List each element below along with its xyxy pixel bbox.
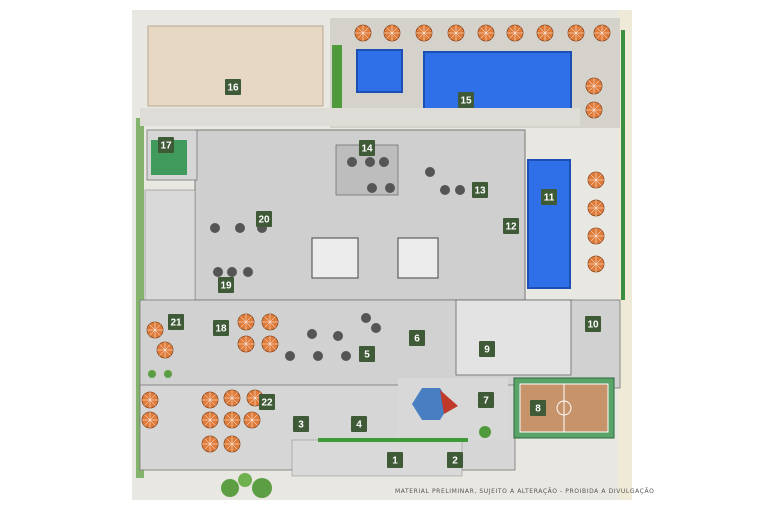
area-number: 21 <box>170 318 182 329</box>
area-number: 8 <box>535 404 541 415</box>
area-14-game-room[interactable]: 14 <box>359 140 375 156</box>
area-number: 12 <box>505 222 517 233</box>
table <box>210 223 220 233</box>
shrubs <box>148 370 272 498</box>
area-1[interactable]: 1 <box>387 452 403 468</box>
table-set <box>210 157 465 361</box>
table <box>227 267 237 277</box>
area-5[interactable]: 5 <box>359 346 375 362</box>
area-number: 5 <box>364 350 370 361</box>
area-15-main-pool[interactable]: 15 <box>458 92 474 108</box>
umbrella-set <box>141 24 611 453</box>
area-number: 18 <box>215 324 227 335</box>
table <box>235 223 245 233</box>
table <box>285 351 295 361</box>
area-number: 16 <box>227 83 239 94</box>
area-number: 2 <box>452 456 458 467</box>
area-2[interactable]: 2 <box>447 452 463 468</box>
court-center-circle <box>556 400 572 416</box>
kids-pool <box>356 49 403 93</box>
area-21[interactable]: 21 <box>168 314 184 330</box>
table <box>313 351 323 361</box>
table <box>385 183 395 193</box>
area-number: 15 <box>460 96 472 107</box>
area-17[interactable]: 17 <box>158 137 174 153</box>
area-7-playground[interactable]: 7 <box>478 392 494 408</box>
playground <box>398 378 508 440</box>
disclaimer-caption: MATERIAL PRELIMINAR, SUJEITO A ALTERAÇÃO… <box>395 488 655 495</box>
area-number: 17 <box>160 141 172 152</box>
left-wing-rooms <box>144 189 196 321</box>
area-number: 22 <box>261 398 273 409</box>
table <box>425 167 435 177</box>
area-number: 3 <box>298 420 304 431</box>
area-19[interactable]: 19 <box>218 277 234 293</box>
entrance-hedge <box>318 438 468 442</box>
area-10[interactable]: 10 <box>585 316 601 332</box>
elevator-core <box>397 237 439 279</box>
area-4[interactable]: 4 <box>351 416 367 432</box>
area-6[interactable]: 6 <box>409 330 425 346</box>
table <box>365 157 375 167</box>
area-number: 20 <box>258 215 270 226</box>
corridor-top <box>140 108 580 126</box>
playground-tree <box>479 426 491 438</box>
area-number: 7 <box>483 396 489 407</box>
stair-core <box>311 237 359 279</box>
area-number: 6 <box>414 334 420 345</box>
area-12[interactable]: 12 <box>503 218 519 234</box>
area-number: 10 <box>587 320 599 331</box>
area-13[interactable]: 13 <box>472 182 488 198</box>
table <box>371 323 381 333</box>
table <box>379 157 389 167</box>
area-number: 11 <box>544 193 555 204</box>
entrance-strip <box>291 439 463 477</box>
area-number: 19 <box>220 281 232 292</box>
table <box>361 313 371 323</box>
area-number: 9 <box>484 345 490 356</box>
grass-patch <box>332 45 342 115</box>
table <box>341 351 351 361</box>
area-20[interactable]: 20 <box>256 211 272 227</box>
area-number: 14 <box>361 144 373 155</box>
table <box>455 185 465 195</box>
table <box>213 267 223 277</box>
area-3[interactable]: 3 <box>293 416 309 432</box>
table <box>333 331 343 341</box>
area-11-lap-pool[interactable]: 11 <box>541 189 557 205</box>
table <box>243 267 253 277</box>
area-8-sports-court[interactable]: 8 <box>530 400 546 416</box>
area-18[interactable]: 18 <box>213 320 229 336</box>
table <box>367 183 377 193</box>
gym <box>455 299 572 376</box>
area-number: 1 <box>392 456 398 467</box>
play-roof <box>440 390 458 414</box>
table <box>307 329 317 339</box>
play-structure <box>412 388 450 420</box>
grass-strip-left <box>136 118 144 478</box>
area-number: 4 <box>356 420 362 431</box>
area-9-gym[interactable]: 9 <box>479 341 495 357</box>
table <box>347 157 357 167</box>
area-22[interactable]: 22 <box>259 394 275 410</box>
lap-pool <box>527 159 571 289</box>
table <box>440 185 450 195</box>
area-number: 13 <box>474 186 486 197</box>
grass-strip-right <box>621 30 625 300</box>
area-16-sand-court[interactable]: 16 <box>225 79 241 95</box>
